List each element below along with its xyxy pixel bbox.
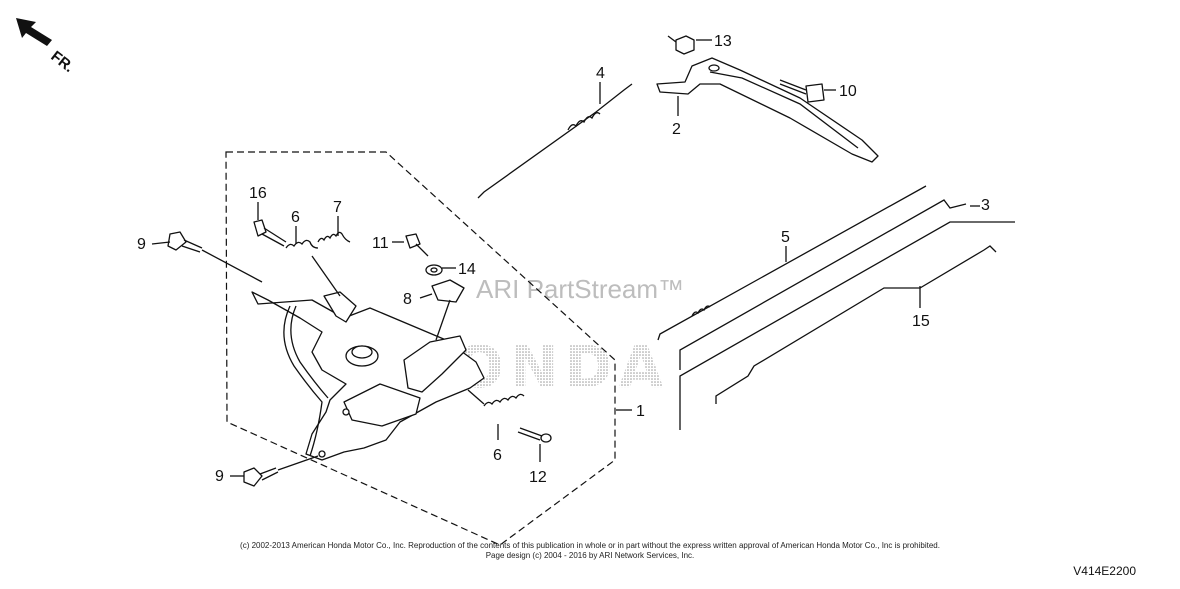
callout-11[interactable]: 11 [372,235,389,252]
page-design-notice: Page design (c) 2004 - 2016 by ARI Netwo… [485,551,695,560]
copyright-notice: (c) 2002-2013 American Honda Motor Co., … [240,541,940,550]
callout-1[interactable]: 1 [636,403,645,420]
callout-9-lower[interactable]: 9 [215,468,224,485]
part-2-bracket [656,57,879,163]
part-9-screw-upper [167,231,263,283]
part-6-spring-upper [285,239,341,297]
callout-16[interactable]: 16 [249,185,267,202]
part-10-bolt [779,79,825,103]
callout-13[interactable]: 13 [714,33,732,50]
callout-15[interactable]: 15 [912,313,930,330]
callout-6-lower[interactable]: 6 [493,447,502,464]
callout-8[interactable]: 8 [403,291,412,308]
part-9-screw-lower [243,455,319,487]
callout-14[interactable]: 14 [458,261,476,278]
callout-4[interactable]: 4 [596,65,605,82]
callout-10[interactable]: 10 [839,83,857,100]
callout-6-upper[interactable]: 6 [291,209,300,226]
callout-9-upper[interactable]: 9 [137,236,146,253]
part-12-bolt [517,427,552,443]
partstream-watermark: ARI PartStream™ [476,274,684,304]
orientation-label: FR. [48,48,78,76]
leader-lines [151,39,980,477]
part-4-rod [477,83,633,199]
part-7-spring [317,231,351,243]
assembly-boundary [225,151,616,546]
part-6-spring-lower [467,389,525,407]
part-15-rod [715,245,997,404]
front-direction-arrow-icon [16,18,52,46]
part-16-bolt [253,219,287,247]
callout-7[interactable]: 7 [333,199,342,216]
part-11-screw [405,233,429,257]
part-5-rod [657,185,927,341]
part-8-clamp [431,279,465,341]
callout-2[interactable]: 2 [672,121,681,138]
callout-3[interactable]: 3 [981,197,990,214]
part-13-nut [667,35,695,55]
part-3-rod [679,199,1015,430]
callout-12[interactable]: 12 [529,469,547,486]
callout-5[interactable]: 5 [781,229,790,246]
part-14-washer [425,264,443,276]
part-1-control-base [251,291,485,461]
diagram-code: V414E2200 [1073,564,1136,578]
